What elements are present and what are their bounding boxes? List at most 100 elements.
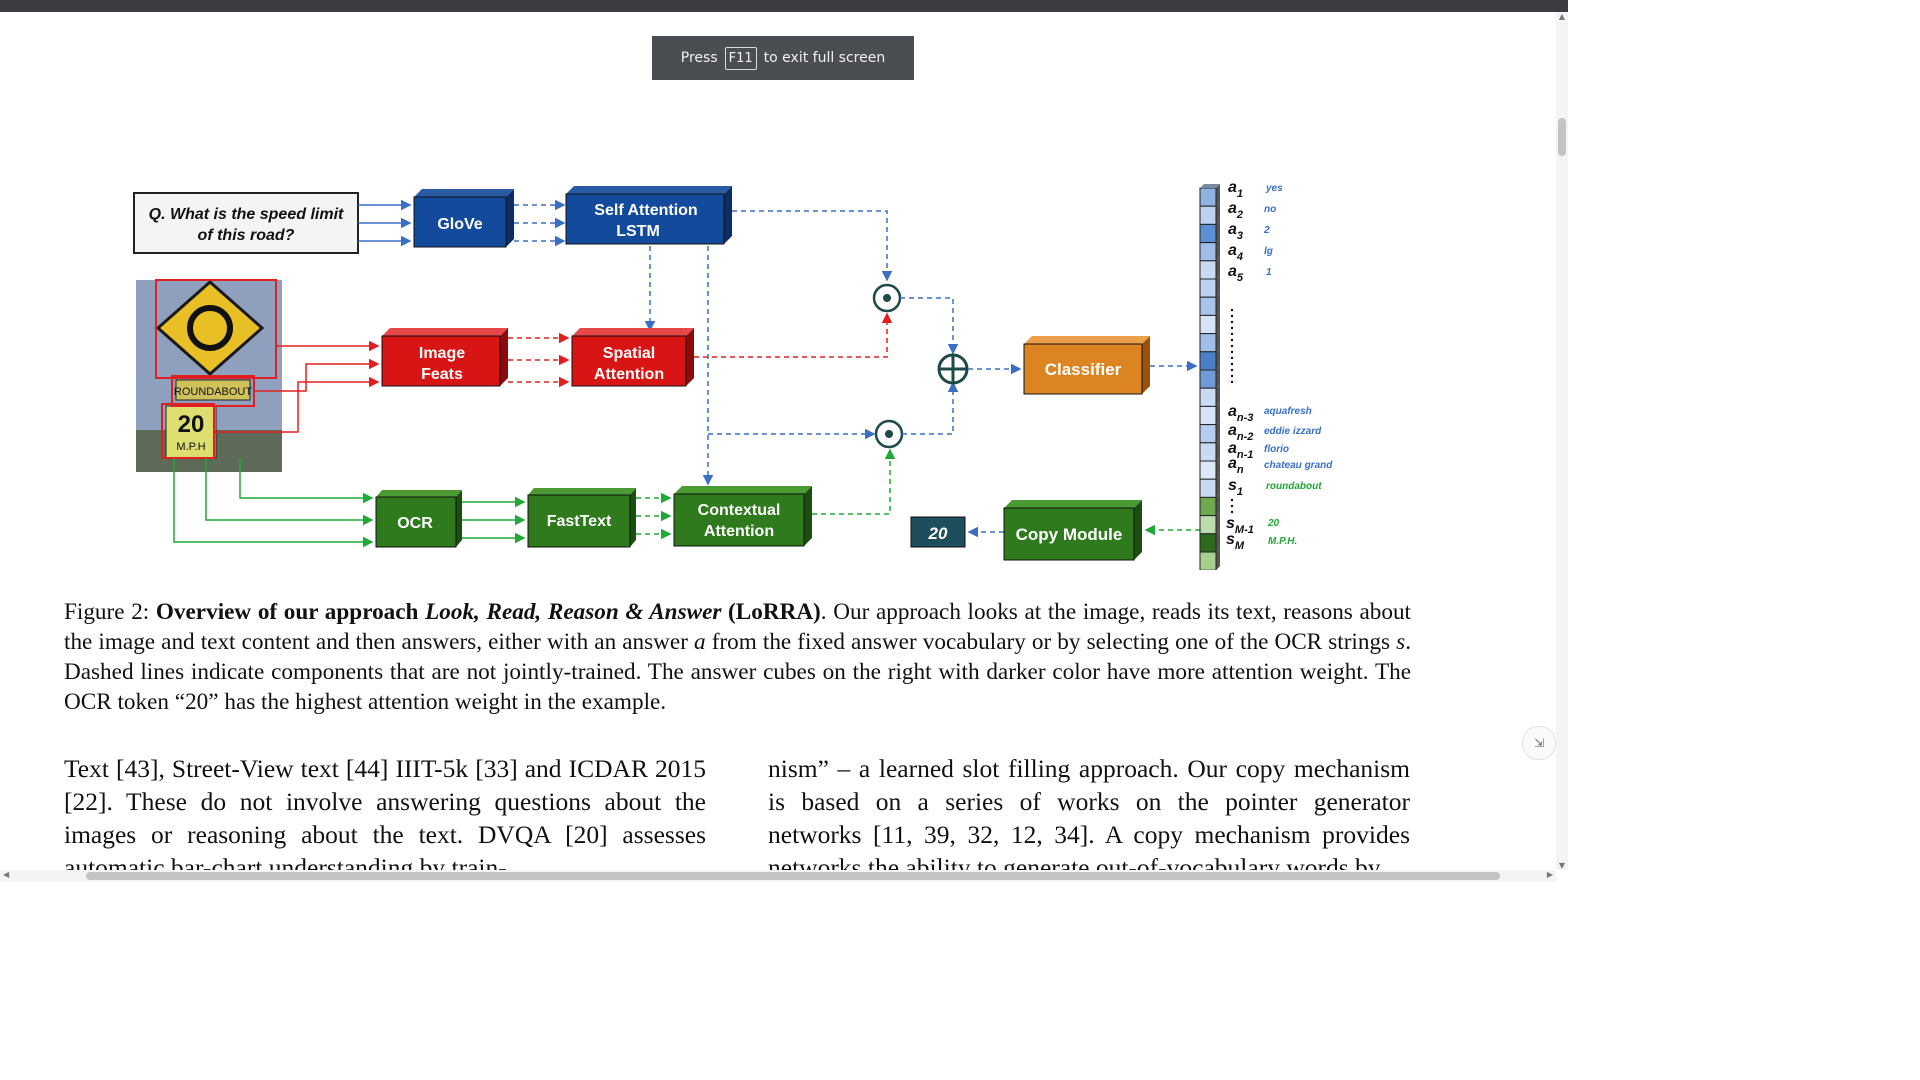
answer-cube xyxy=(1199,387,1217,407)
lower-symbol-4: a xyxy=(1228,455,1237,472)
svg-text:a4: a4 xyxy=(1228,242,1243,263)
answer-cube xyxy=(1199,223,1217,244)
answer-cube-side xyxy=(1216,438,1220,461)
figure-caption: Figure 2: Overview of our approach Look,… xyxy=(64,597,1411,717)
fullscreen-notice-press: Press xyxy=(680,50,718,66)
caption-symbol-a: a xyxy=(694,629,706,655)
answer-cube xyxy=(1199,314,1217,335)
caption-label: Figure 2: xyxy=(64,599,156,625)
glove-box: GloVe xyxy=(413,189,514,248)
output-value: 20 xyxy=(928,524,948,543)
answer-cube-side xyxy=(1216,238,1220,261)
lower-symbol-5: s xyxy=(1228,477,1237,494)
answer-symbol-5: a xyxy=(1228,263,1237,280)
caption-symbol-s: s xyxy=(1396,629,1406,655)
self-attention-lstm-box: Self Attention LSTM xyxy=(565,186,732,245)
answer-cube-side xyxy=(1216,329,1220,352)
scroll-left-icon[interactable]: ◀ xyxy=(3,870,10,879)
answer-cube-side xyxy=(1216,220,1220,243)
lower-symbol-1: a xyxy=(1228,403,1237,420)
lower-subscript-4: n xyxy=(1237,464,1244,476)
svg-text:an: an xyxy=(1228,455,1244,476)
caption-rest-3: . Dashed lines indicate components that … xyxy=(64,629,1411,715)
output-value-box: 20 xyxy=(910,516,966,548)
lower-subscript-1: n-3 xyxy=(1237,412,1254,424)
answer-subscript-1: 1 xyxy=(1237,188,1243,200)
answer-word-4: lg xyxy=(1264,246,1273,257)
ocr-box: OCR xyxy=(375,490,462,548)
answer-word-3: 2 xyxy=(1263,225,1270,236)
fullscreen-notice-text: to exit full screen xyxy=(763,50,886,66)
answer-cube xyxy=(1199,496,1217,517)
caption-bold-b: (LoRRA) xyxy=(721,599,821,625)
answer-subscript-2: 2 xyxy=(1236,209,1243,221)
answer-cube xyxy=(1199,187,1217,207)
answer-cube-side xyxy=(1216,184,1220,207)
answer-symbol-2: a xyxy=(1228,200,1237,217)
copy-module-box: Copy Module xyxy=(1003,500,1142,561)
answer-cube xyxy=(1199,424,1217,444)
image-feats-line-2: Feats xyxy=(421,366,463,383)
figure-diagram: Q. What is the speed limit of this road?… xyxy=(120,170,1360,575)
fasttext-box: FastText xyxy=(527,488,636,548)
answer-cube xyxy=(1199,205,1217,225)
sign-mph-text: M.P.H xyxy=(176,441,205,453)
vertical-scrollbar[interactable]: ▲ ▼ xyxy=(1556,12,1568,870)
contextual-attention-box: Contextual Attention xyxy=(673,486,812,547)
answer-cube-side xyxy=(1216,366,1220,389)
answer-cube xyxy=(1199,551,1217,571)
lower-subscript-3: n-1 xyxy=(1237,449,1254,461)
lower-word-7: M.P.H. xyxy=(1268,536,1297,547)
answer-cube-side xyxy=(1216,529,1220,552)
roundabout-sign-icon xyxy=(155,279,265,377)
answer-word-2: no xyxy=(1264,204,1276,215)
sum-icon xyxy=(937,353,969,385)
scroll-down-icon[interactable]: ▼ xyxy=(1558,861,1566,870)
answer-labels-bottom: an-3 aquafresh an-2 eddie izzard an-1 fl… xyxy=(1226,403,1333,552)
svg-text:s1: s1 xyxy=(1228,477,1243,498)
lower-word-1: aquafresh xyxy=(1264,406,1312,417)
lower-word-3: florio xyxy=(1264,444,1289,455)
answer-cube xyxy=(1199,478,1217,498)
answer-cube-side xyxy=(1216,311,1220,334)
road-sign-photo: ROUNDABOUT 20 M.P.H xyxy=(136,279,282,472)
answer-cube xyxy=(1199,296,1217,316)
answer-symbol-1: a xyxy=(1228,179,1237,196)
vertical-scroll-thumb[interactable] xyxy=(1558,118,1566,156)
fullscreen-notice-key: F11 xyxy=(724,46,757,70)
lower-word-6: 20 xyxy=(1267,518,1280,529)
scroll-right-icon[interactable]: ▶ xyxy=(1546,870,1553,879)
self-attention-line-2: LSTM xyxy=(616,223,660,240)
body-text-right: nism” – a learned slot filling approach.… xyxy=(768,754,1410,882)
answer-cube-side xyxy=(1216,347,1220,370)
answer-symbol-3: a xyxy=(1228,221,1237,238)
spatial-line-2: Attention xyxy=(594,366,664,383)
answer-labels-top: a1 yes a2 no a3 2 a4 lg a5 1 xyxy=(1228,179,1283,284)
svg-text:an-3: an-3 xyxy=(1228,403,1253,424)
svg-text:a1: a1 xyxy=(1228,179,1243,200)
answer-cube xyxy=(1199,460,1217,480)
answer-cube-side xyxy=(1216,202,1220,225)
fullscreen-toggle-button[interactable]: ⇲ xyxy=(1522,726,1556,760)
scroll-up-icon[interactable]: ▲ xyxy=(1558,12,1566,21)
answer-cube-top xyxy=(1200,184,1220,188)
answer-word-5: 1 xyxy=(1266,267,1272,278)
spatial-attention-box: Spatial Attention xyxy=(571,328,694,387)
horizontal-scrollbar[interactable]: ◀ ▶ xyxy=(0,870,1556,882)
browser-top-bar xyxy=(0,0,1568,12)
answer-cube xyxy=(1199,260,1217,280)
answer-cube xyxy=(1199,442,1217,462)
horizontal-scroll-thumb[interactable] xyxy=(86,872,1500,880)
lower-symbol-6: s xyxy=(1226,515,1235,532)
lower-symbol-7: s xyxy=(1226,531,1235,548)
answer-subscript-4: 4 xyxy=(1236,251,1243,263)
image-feats-box: Image Feats xyxy=(381,328,508,387)
answer-cube xyxy=(1199,515,1217,535)
answer-cube-side xyxy=(1216,293,1220,316)
fasttext-label: FastText xyxy=(547,513,612,530)
answer-cube xyxy=(1199,351,1217,371)
question-box: Q. What is the speed limit of this road? xyxy=(133,192,359,254)
spatial-line-1: Spatial xyxy=(603,345,655,362)
lower-word-5: roundabout xyxy=(1266,481,1322,492)
sign-roundabout-text: ROUNDABOUT xyxy=(174,386,253,398)
